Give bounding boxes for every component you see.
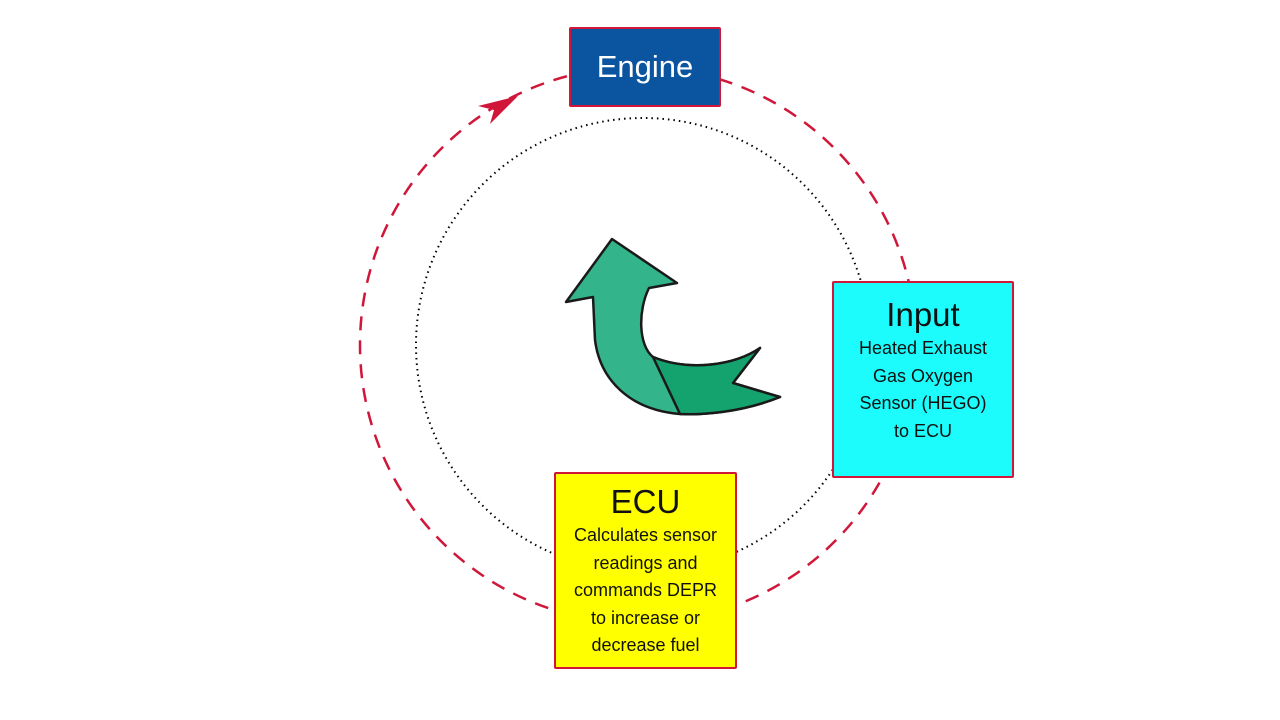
input-line: Gas Oxygen bbox=[872, 365, 974, 386]
ecu-description: Calculates sensor readings and commands … bbox=[556, 522, 735, 660]
curved-arrow-icon bbox=[564, 237, 782, 416]
ecu-box: ECU Calculates sensor readings and comma… bbox=[554, 472, 737, 669]
input-line: Heated Exhaust bbox=[858, 338, 988, 358]
ecu-line: readings and bbox=[593, 552, 698, 573]
ecu-line: commands DEPR bbox=[573, 580, 718, 600]
input-box: Input Heated Exhaust Gas Oxygen Sensor (… bbox=[832, 281, 1014, 478]
engine-label: Engine bbox=[596, 49, 694, 84]
input-line: to ECU bbox=[893, 420, 953, 441]
engine-box: Engine bbox=[569, 27, 721, 107]
input-description: Heated Exhaust Gas Oxygen Sensor (HEGO) … bbox=[834, 335, 1012, 445]
input-line: Sensor (HEGO) bbox=[859, 393, 987, 413]
input-title: Input bbox=[886, 296, 960, 333]
ecu-title: ECU bbox=[610, 483, 681, 520]
cycle-arrowhead-icon bbox=[478, 96, 518, 124]
ecu-line: to increase or bbox=[590, 607, 701, 628]
ecu-line: Calculates sensor bbox=[573, 525, 718, 545]
ecu-line: decrease fuel bbox=[591, 635, 700, 655]
